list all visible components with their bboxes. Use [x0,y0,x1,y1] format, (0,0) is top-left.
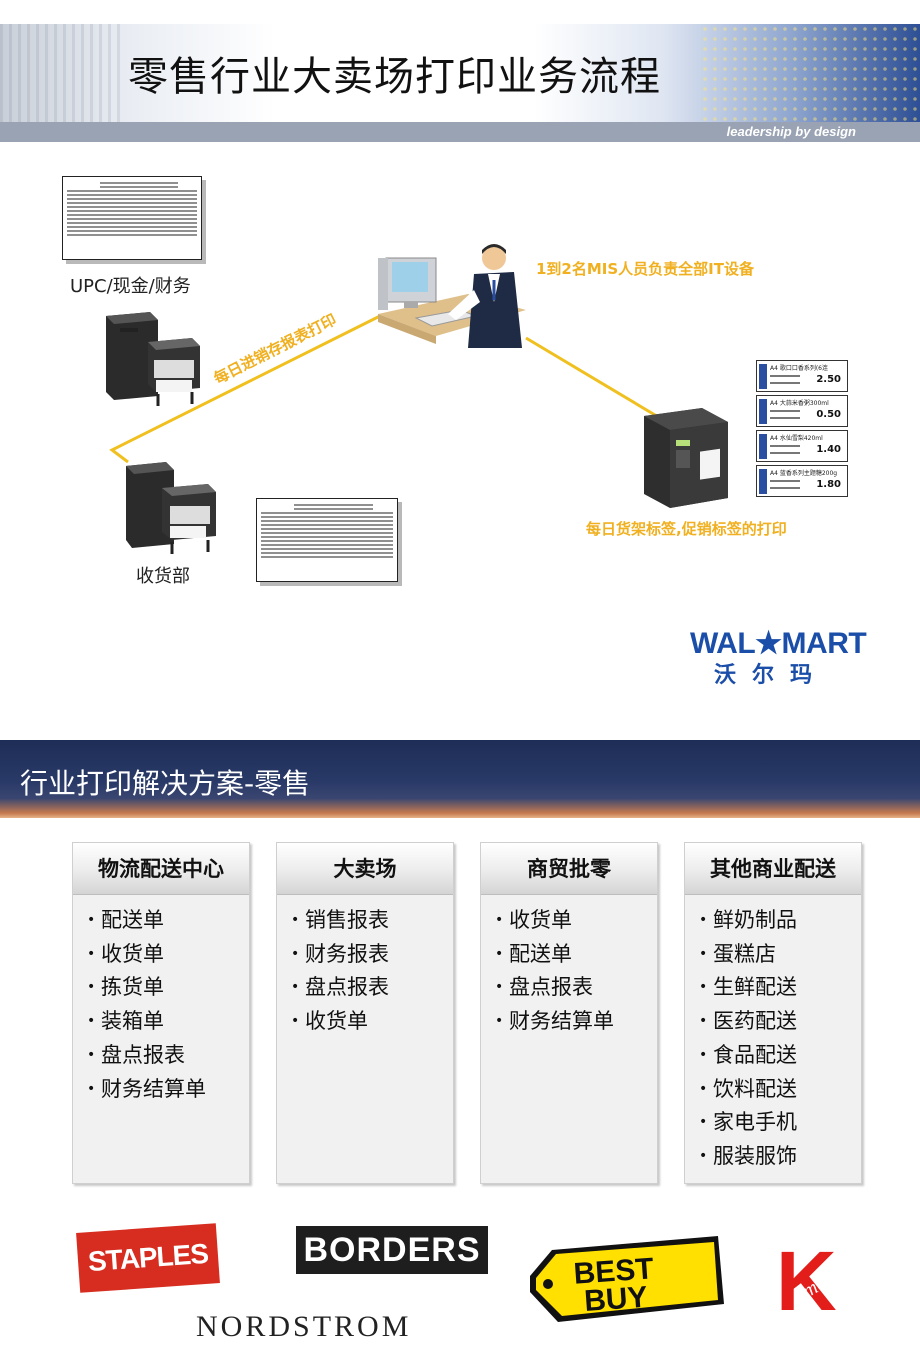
report-sheet-upc [62,176,202,260]
list-item: •服装服饰 [699,1143,797,1168]
shelf-label-name: A4 歌口口香系列(6连 [770,365,828,372]
list-item: •收货单 [87,941,164,966]
solution-column-wholesale: 商贸批零 •收货单 •配送单 •盘点报表 •财务结算单 [480,842,658,1184]
list-item: •收货单 [291,1009,368,1034]
nordstrom-logo: NORDSTROM [196,1310,412,1343]
up-arrow-icon [759,364,767,389]
shelf-label: A4 蓝香系列主题糖200g 1.80 [756,465,848,497]
banner-circuit-pattern [700,24,920,122]
list-item: •财务结算单 [495,1009,614,1034]
up-arrow-icon [759,469,767,494]
list-item: •财务结算单 [87,1076,206,1101]
note-shelf-promo-labels: 每日货架标签,促销标签的打印 [586,520,787,538]
slide1-title: 零售行业大卖场打印业务流程 [128,54,661,100]
bestbuy-logo-line1: BEST [573,1252,655,1291]
shelf-label-name: A4 大蒜米香粥300ml [770,400,829,407]
list-item: •饮料配送 [699,1076,797,1101]
solution-column-other-delivery: 其他商业配送 •鲜奶制品 •蛋糕店 •生鲜配送 •医药配送 •食品配送 •饮料配… [684,842,862,1184]
list-item: •医药配送 [699,1009,797,1034]
list-item: •家电手机 [699,1110,797,1135]
shelf-label-price: 1.40 [816,444,841,455]
column-header: 大卖场 [277,843,453,895]
barcode-label-printer-icon [644,408,728,508]
slide2-title: 行业打印解决方案-零售 [20,767,311,800]
up-arrow-icon [759,434,767,459]
bestbuy-logo-line2: BUY [583,1281,648,1318]
shelf-label: A4 大蒜米香粥300ml 0.50 [756,395,848,427]
workflow-lines [109,314,661,464]
label-receiving-dept: 收货部 [136,566,190,587]
up-arrow-icon [759,399,767,424]
shelf-label-stack: A4 歌口口香系列(6连 2.50 A4 大蒜米香粥300ml 0.50 A4 … [756,360,848,500]
list-item: •盘点报表 [291,975,389,1000]
shelf-label-price: 1.80 [816,479,841,490]
it-operator-computer-icon [378,244,526,348]
walmart-logo-cn: 沃尔玛 [714,663,829,688]
slide2-banner: 行业打印解决方案-零售 [0,740,920,818]
shelf-label: A4 水仙雪梨420ml 1.40 [756,430,848,462]
bestbuy-logo: BEST BUY [530,1236,724,1322]
list-item: •销售报表 [291,908,389,932]
column-header: 商贸批零 [481,843,657,895]
shelf-label-name: A4 蓝香系列主题糖200g [770,470,838,477]
list-item: •拣货单 [87,975,164,1000]
borders-logo: BORDERS [296,1226,488,1274]
list-item: •配送单 [495,941,572,966]
report-sheet-receiving [256,498,398,582]
line-matrix-printer-icon [106,312,200,406]
column-header: 其他商业配送 [685,843,861,895]
list-item: •盘点报表 [495,975,593,1000]
list-item: •装箱单 [87,1009,164,1034]
column-header: 物流配送中心 [73,843,249,895]
list-item: •蛋糕店 [699,941,776,966]
slide1-banner: 零售行业大卖场打印业务流程 [0,24,920,122]
kmart-logo-letter: K [776,1240,837,1318]
list-item: •鲜奶制品 [699,908,797,932]
list-item: •财务报表 [291,941,389,966]
solution-column-logistics: 物流配送中心 •配送单 •收货单 •拣货单 •装箱单 •盘点报表 •财务结算单 [72,842,250,1184]
line-pc-to-label-printer [525,336,661,420]
walmart-logo: WAL★MART 沃尔玛 [690,626,870,688]
label-upc-cash-finance: UPC/现金/财务 [70,276,191,297]
kmart-logo: K mart [776,1240,842,1318]
line-matrix-printer-icon-receiving [126,462,216,554]
shelf-label-price: 2.50 [816,374,841,385]
line-printer-to-pc [109,314,381,464]
staples-logo: STAPLES [76,1223,220,1293]
walmart-logo-en: WAL★MART [690,627,867,660]
slide1-tagline-bar: leadership by design [0,122,920,142]
note-mis-staff: 1到2名MIS人员负责全部IT设备 [536,260,754,278]
slide1-tagline: leadership by design [726,124,856,139]
list-item: •生鲜配送 [699,975,797,1000]
list-item: •食品配送 [699,1042,797,1067]
solution-column-hypermarket: 大卖场 •销售报表 •财务报表 •盘点报表 •收货单 [276,842,454,1184]
shelf-label-name: A4 水仙雪梨420ml [770,435,823,442]
banner-stripes [0,24,120,122]
shelf-label: A4 歌口口香系列(6连 2.50 [756,360,848,392]
list-item: •收货单 [495,908,572,932]
list-item: •配送单 [87,908,164,932]
shelf-label-price: 0.50 [816,409,841,420]
list-item: •盘点报表 [87,1042,185,1067]
